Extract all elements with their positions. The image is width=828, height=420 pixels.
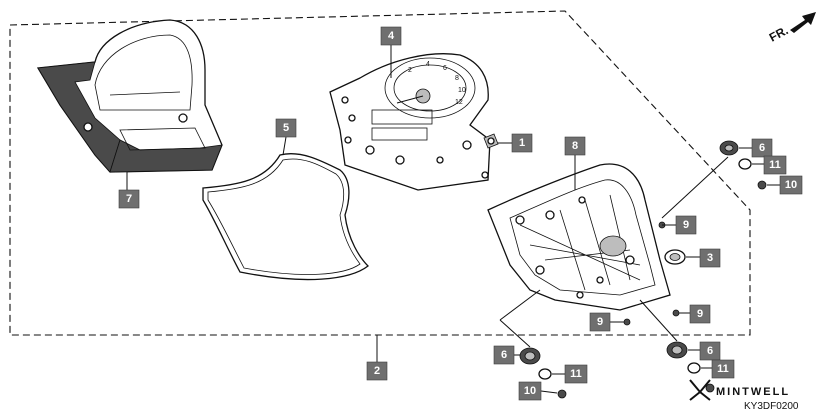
scale-label-8: 8 [455, 75, 459, 82]
watermark: MINTWELL [689, 379, 790, 401]
bolt-lower-right [705, 383, 715, 393]
bolt-upper-right [757, 180, 767, 190]
callout-9-upper: 9 [675, 215, 697, 235]
scale-label-6: 6 [443, 65, 447, 72]
callout-2: 2 [366, 361, 388, 381]
rubber-mount-lower-left [519, 347, 541, 365]
meter-visor-part [36, 19, 223, 173]
callout-1: 1 [511, 133, 533, 153]
svg-text:1: 1 [519, 137, 525, 149]
callout-11-lower-right: 11 [711, 359, 735, 379]
assembly-boundary [9, 10, 751, 336]
screw-c [610, 318, 631, 326]
scale-label-10: 10 [458, 87, 466, 94]
svg-text:7: 7 [126, 193, 132, 205]
front-direction-label: FR. [767, 23, 791, 44]
svg-text:9: 9 [597, 316, 603, 328]
watermark-logo-icon [689, 379, 711, 401]
svg-text:6: 6 [707, 345, 713, 357]
scale-label-12: 12 [455, 99, 463, 106]
svg-text:11: 11 [769, 159, 781, 171]
callout-11-lower-left: 11 [564, 364, 588, 384]
svg-text:9: 9 [697, 308, 703, 320]
collar-upper-right [738, 158, 752, 170]
front-arrow-icon [790, 12, 816, 33]
callout-8: 8 [564, 136, 586, 156]
callout-6-lower-right: 6 [699, 341, 721, 361]
svg-text:4: 4 [388, 30, 395, 42]
bulb-part [483, 133, 499, 149]
gasket-part [202, 153, 369, 281]
collar-lower-right [687, 362, 701, 374]
svg-text:9: 9 [683, 219, 689, 231]
callout-10-lower-left: 10 [518, 381, 542, 401]
callout-6-lower-left: 6 [493, 345, 515, 365]
svg-text:3: 3 [707, 252, 713, 264]
bolt-lower-left [557, 389, 567, 399]
callout-11-upper-right: 11 [763, 155, 787, 175]
svg-text:8: 8 [572, 140, 578, 152]
svg-text:2: 2 [374, 365, 380, 377]
front-direction-indicator: FR. [767, 12, 816, 45]
callout-3: 3 [699, 248, 721, 268]
svg-text:6: 6 [759, 142, 765, 154]
watermark-text: MINTWELL [716, 386, 790, 398]
scale-label-4: 4 [426, 61, 430, 68]
svg-text:10: 10 [524, 385, 536, 397]
rubber-mount-lower-right [666, 341, 688, 359]
collar-lower-left [538, 368, 552, 380]
callout-6-upper-right: 6 [751, 138, 773, 158]
meter-unit-part: 2 4 6 8 10 12 [329, 53, 491, 191]
svg-text:11: 11 [570, 368, 582, 380]
callout-7: 7 [118, 189, 140, 209]
svg-text:5: 5 [283, 122, 289, 134]
svg-text:11: 11 [717, 363, 729, 375]
meter-case-part [487, 163, 671, 311]
diagram-code: KY3DF0200 [744, 401, 799, 412]
callout-5: 5 [275, 118, 297, 138]
callout-9-left: 9 [589, 312, 611, 332]
screw-a [658, 221, 676, 229]
grommet-part [664, 249, 686, 265]
callout-9-right: 9 [689, 304, 711, 324]
screw-b [672, 309, 690, 317]
scale-label-2: 2 [408, 67, 412, 74]
svg-text:6: 6 [501, 349, 507, 361]
callout-10-upper-right: 10 [779, 175, 803, 195]
callout-4: 4 [380, 26, 402, 46]
svg-text:10: 10 [785, 179, 797, 191]
rubber-mount-upper-right [719, 140, 739, 156]
